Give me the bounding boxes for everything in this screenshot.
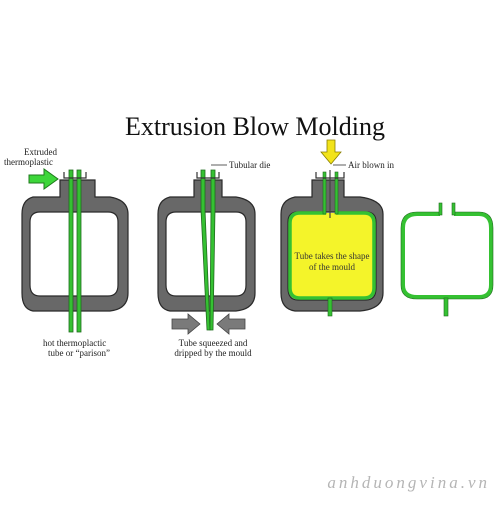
neck-right-wall (334, 171, 339, 215)
pinched-tail (327, 297, 333, 317)
finished-part-body (401, 212, 493, 299)
stage-2-squeeze: Tubular die Tube squeezed and dripped by… (157, 160, 270, 358)
air-blown-arrow (320, 139, 342, 165)
watermark: anhduongvina.vn (327, 473, 490, 492)
parison-squeezed-right (209, 169, 216, 331)
label-tubular-die: Tubular die (229, 160, 270, 170)
label-air-blown-in: Air blown in (348, 160, 394, 170)
die-stage-2 (196, 172, 220, 179)
finished-neck-right (451, 202, 456, 216)
parison-left-wall (68, 169, 74, 333)
label-squeezed-1: Tube squeezed and (179, 338, 248, 348)
label-squeezed-2: dripped by the mould (174, 348, 252, 358)
neck-left-wall (322, 171, 327, 215)
stage-4-finished-part (400, 202, 494, 317)
label-extruded: Extruded (24, 147, 57, 157)
finished-tail (443, 297, 449, 317)
finished-neck-left (438, 202, 443, 216)
label-shape-2: of the mould (309, 262, 355, 272)
diagram-title: Extrusion Blow Molding (125, 112, 385, 141)
label-thermoplastic: thermoplastic (4, 157, 53, 167)
stage-1-parison: Extruded thermoplastic hot thermoplactic… (4, 147, 129, 358)
finished-part-outline (400, 211, 494, 300)
stage-3-blow: Air blown in Tube takes the shape of the… (280, 139, 394, 317)
label-shape-1: Tube takes the shape (295, 251, 370, 261)
squeeze-arrow-right (216, 313, 246, 335)
label-parison-1: hot thermoplactic (43, 338, 106, 348)
parison-right-wall (76, 169, 82, 333)
mould-stage-3 (280, 179, 384, 312)
squeeze-arrow-left (171, 313, 201, 335)
mould-stage-1 (21, 179, 129, 312)
label-parison-2: tube or “parison” (48, 348, 110, 358)
extruded-plastic-arrow (28, 168, 59, 190)
mould-stage-2 (157, 179, 256, 312)
die-stage-3 (315, 172, 345, 179)
die-stage-1 (63, 172, 87, 179)
